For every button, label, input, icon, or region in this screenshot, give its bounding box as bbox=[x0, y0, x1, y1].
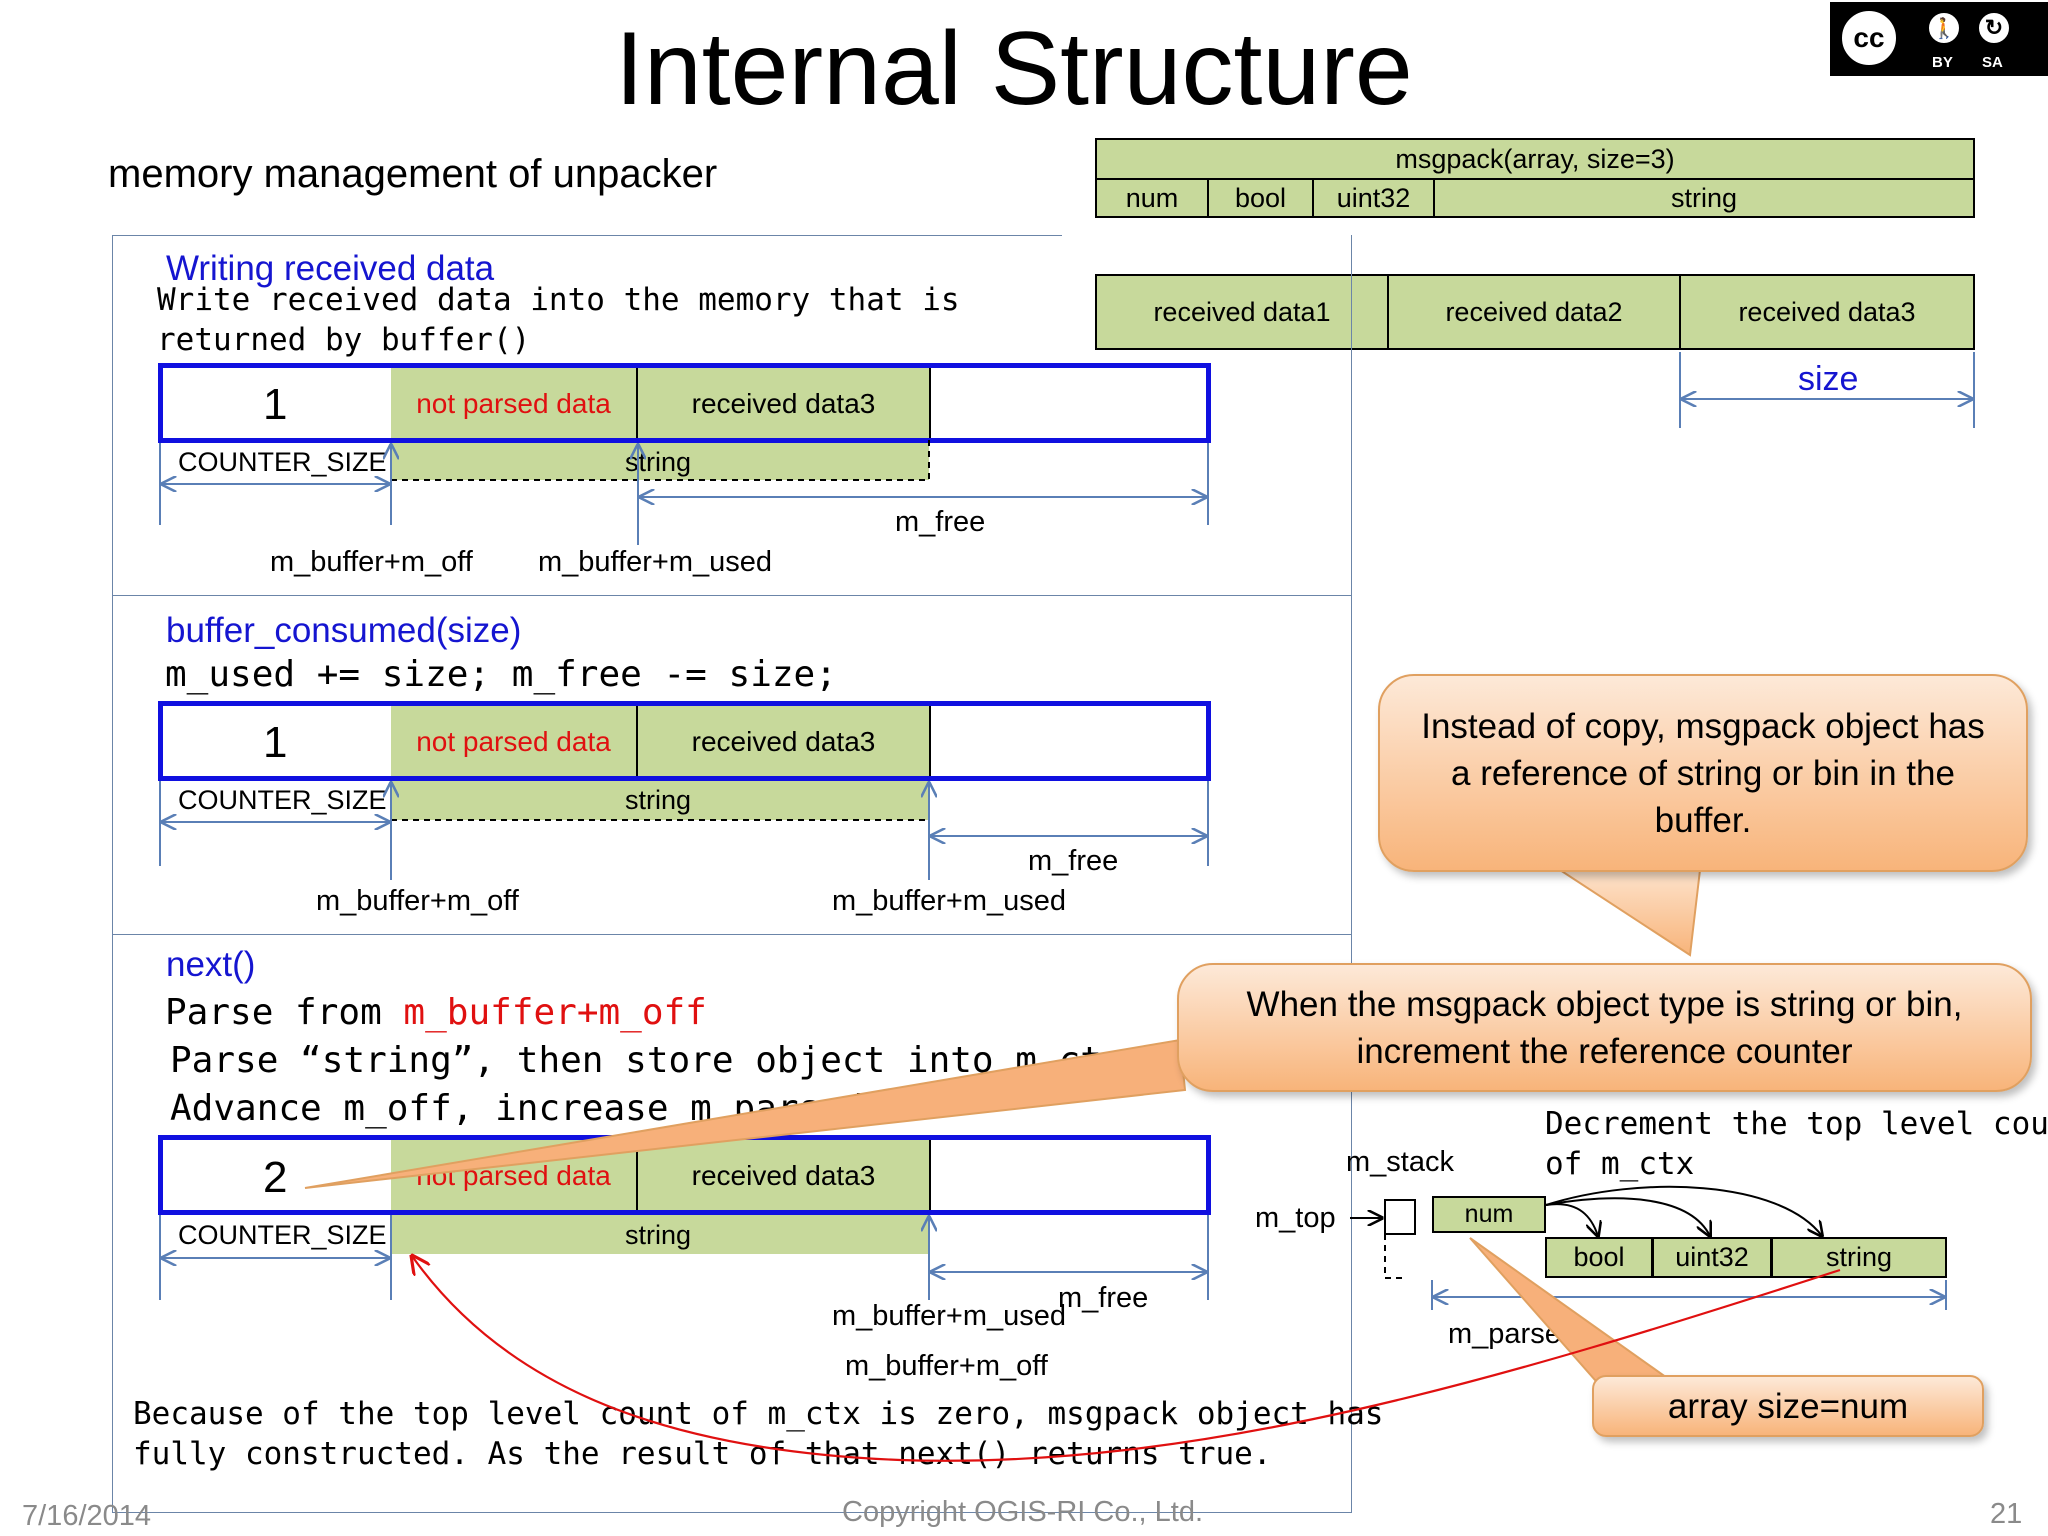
section2-m-used: m_buffer+m_used bbox=[832, 885, 1067, 917]
section1-string-fill bbox=[391, 440, 929, 480]
section3-heading: next() bbox=[166, 945, 256, 984]
section2-counter: 1 bbox=[263, 718, 288, 767]
stack-structure-lines bbox=[1350, 1185, 1822, 1279]
section3-string-label: string bbox=[625, 1220, 692, 1250]
bubble-reference-text: Instead of copy, msgpack object has a re… bbox=[1421, 706, 1985, 840]
bubble-increment-tail bbox=[304, 1038, 1187, 1189]
stack-uint32: uint32 bbox=[1652, 1237, 1772, 1278]
section3-parse-prefix: Parse from bbox=[165, 992, 404, 1033]
msgpack-cell-string: string bbox=[1433, 178, 1975, 218]
section1-line1: Write received data into the memory that… bbox=[157, 282, 960, 318]
cc-license-badge: cc 🚶 ↻ BY SA bbox=[1830, 2, 2048, 76]
received-data2: received data2 bbox=[1387, 274, 1681, 350]
bubble-reference: Instead of copy, msgpack object has a re… bbox=[1378, 674, 2028, 872]
received-data1: received data1 bbox=[1095, 274, 1389, 350]
section1-m-off: m_buffer+m_off bbox=[270, 546, 473, 578]
section1-line2: returned by buffer() bbox=[157, 322, 531, 358]
section3-m-used: m_buffer+m_used bbox=[832, 1300, 1067, 1332]
section2-string-fill bbox=[391, 778, 929, 820]
section-divider-2 bbox=[112, 934, 1352, 935]
bubble-array-tail bbox=[1469, 1237, 1674, 1381]
bubble-reference-tail bbox=[1556, 869, 1702, 957]
cc-text: cc bbox=[1853, 22, 1885, 53]
section2-dimension-arrows bbox=[159, 781, 1209, 880]
section3-parse-line: Parse from m_buffer+m_off bbox=[165, 992, 707, 1033]
section2-counter-size: COUNTER_SIZE bbox=[178, 785, 387, 815]
section2-buffer bbox=[158, 701, 1211, 781]
by-label: BY bbox=[1932, 54, 1953, 71]
section1-counter: 1 bbox=[263, 380, 288, 429]
footer-copyright: Copyright OGIS-RI Co., Ltd. bbox=[842, 1496, 1204, 1528]
page-title: Internal Structure bbox=[615, 11, 1413, 127]
section1-received: received data3 bbox=[638, 368, 931, 440]
section3-counter: 2 bbox=[263, 1153, 288, 1202]
msgpack-cell-num: num bbox=[1095, 178, 1209, 218]
section1-m-free: m_free bbox=[895, 506, 986, 538]
section2-not-parsed: not parsed data bbox=[391, 706, 638, 778]
section1-not-parsed: not parsed data bbox=[391, 368, 638, 440]
section1-heading: Writing received data bbox=[166, 249, 495, 288]
section1-counter-size: COUNTER_SIZE bbox=[178, 447, 387, 477]
section3-footer1: Because of the top level count of m_ctx … bbox=[133, 1396, 1384, 1432]
frame-top-border bbox=[112, 235, 1062, 236]
bubble-array: array size=num bbox=[1592, 1375, 1984, 1437]
stack-note1: Decrement the top level count bbox=[1545, 1106, 2048, 1142]
sa-label: SA bbox=[1982, 54, 2003, 71]
m-stack-label: m_stack bbox=[1346, 1146, 1454, 1178]
stack-string: string bbox=[1771, 1237, 1947, 1278]
section2-string-label: string bbox=[625, 785, 692, 815]
stack-num: num bbox=[1432, 1196, 1546, 1233]
subtitle: memory management of unpacker bbox=[108, 152, 718, 196]
m-parsed-dimension-arrow bbox=[1431, 1280, 1947, 1310]
size-dimension-arrow bbox=[1679, 352, 1975, 428]
section1-m-used: m_buffer+m_used bbox=[538, 546, 773, 578]
m-top-label: m_top bbox=[1255, 1202, 1336, 1234]
bubble-increment-text: When the msgpack object type is string o… bbox=[1246, 984, 1963, 1071]
section-divider-1 bbox=[112, 595, 1352, 596]
by-icon: 🚶 bbox=[1926, 10, 1962, 46]
section2-m-off: m_buffer+m_off bbox=[316, 885, 519, 917]
section2-m-free: m_free bbox=[1028, 845, 1119, 877]
section3-string-fill bbox=[391, 1212, 929, 1254]
section2-received: received data3 bbox=[638, 706, 931, 778]
footer-page: 21 bbox=[1990, 1498, 2023, 1530]
sa-icon: ↻ bbox=[1976, 10, 2012, 46]
bubble-array-text: array size=num bbox=[1667, 1386, 1909, 1426]
section3-parse-target: m_buffer+m_off bbox=[403, 992, 707, 1033]
section1-dimension-arrows bbox=[159, 440, 1209, 545]
section3-received: received data3 bbox=[638, 1140, 931, 1212]
received-data3: received data3 bbox=[1679, 274, 1975, 350]
section3-m-off: m_buffer+m_off bbox=[845, 1350, 1048, 1382]
bubble-increment: When the msgpack object type is string o… bbox=[1177, 963, 2032, 1092]
msgpack-cell-uint32: uint32 bbox=[1312, 178, 1435, 218]
section1-buffer bbox=[158, 363, 1211, 443]
section2-code: m_used += size; m_free -= size; bbox=[165, 654, 837, 695]
section3-dimension-arrows bbox=[159, 1215, 1209, 1300]
section3-m-free: m_free bbox=[1058, 1282, 1149, 1314]
section3-counter-size: COUNTER_SIZE bbox=[178, 1220, 387, 1250]
msgpack-cell-bool: bool bbox=[1207, 178, 1314, 218]
footer-date: 7/16/2014 bbox=[22, 1500, 152, 1532]
stack-bool: bool bbox=[1545, 1237, 1653, 1278]
return-red-arrow bbox=[412, 1256, 1841, 1462]
section2-heading: buffer_consumed(size) bbox=[166, 611, 522, 650]
stack-note2: of m_ctx bbox=[1545, 1146, 1695, 1182]
sections-frame bbox=[112, 235, 1352, 1513]
msgpack-header-label: msgpack(array, size=3) bbox=[1095, 138, 1975, 180]
cc-icon: cc bbox=[1838, 7, 1900, 69]
